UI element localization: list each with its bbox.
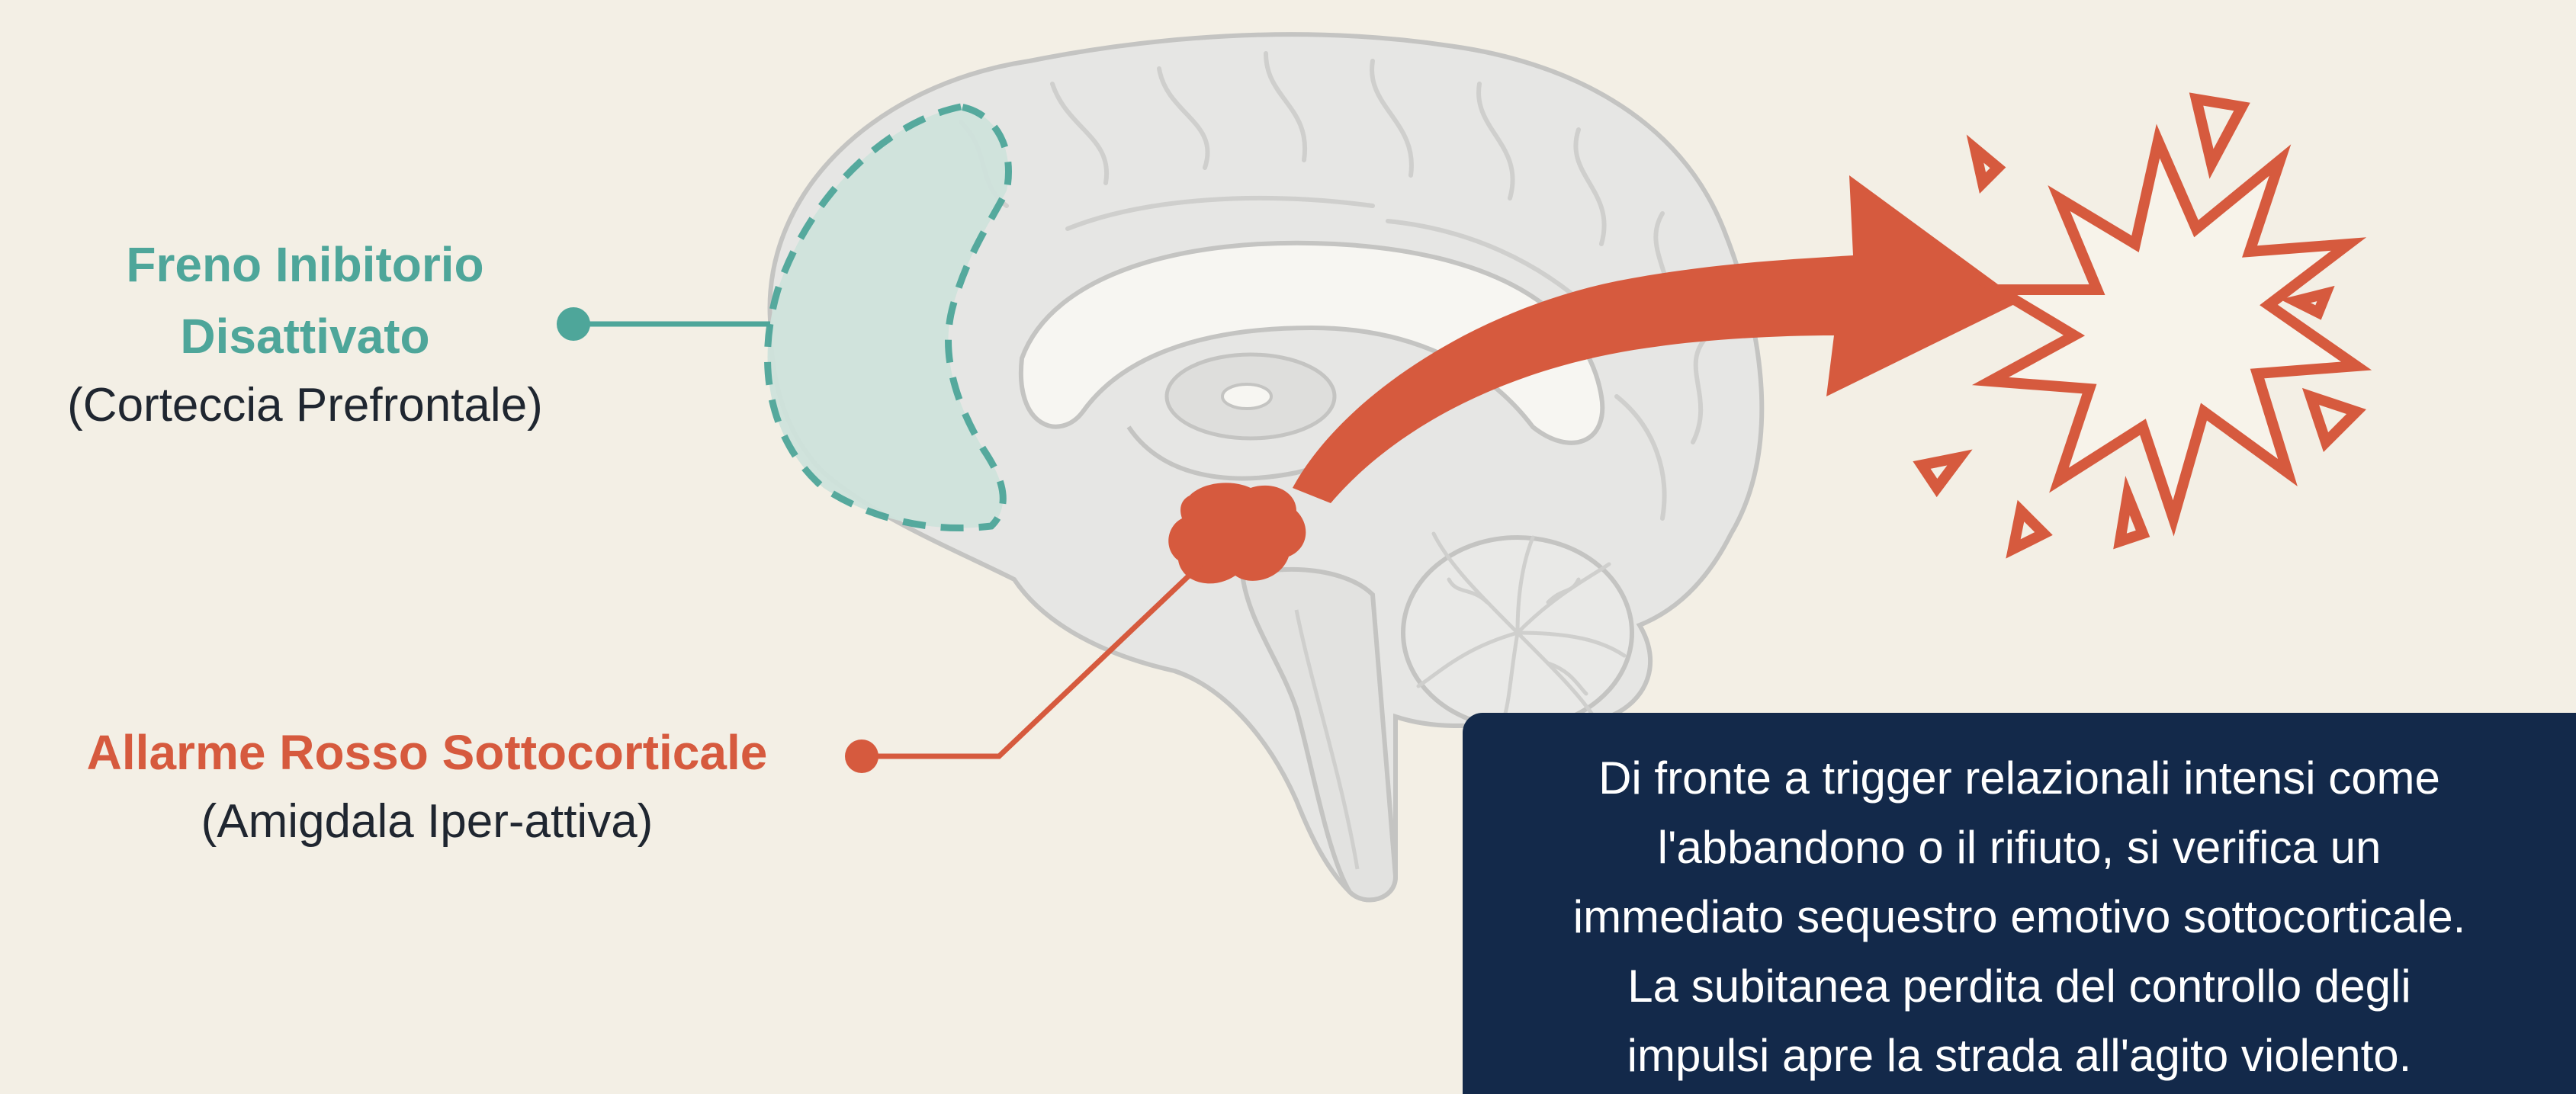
prefrontal-title-line1: Freno Inibitorio <box>0 229 610 300</box>
caption-line-3: immediato sequestro emotivo sottocortica… <box>1486 882 2553 951</box>
amygdala-title: Allarme Rosso Sottocorticale <box>23 717 831 788</box>
caption-line-2: l'abbandono o il rifiuto, si verifica un <box>1486 813 2553 882</box>
caption-line-1: Di fronte a trigger relazionali intensi … <box>1486 743 2553 813</box>
prefrontal-subtitle: (Corteccia Prefrontale) <box>0 372 610 439</box>
prefrontal-title-line2: Disattivato <box>0 300 610 372</box>
prefrontal-label: Freno Inibitorio Disattivato (Corteccia … <box>0 229 610 439</box>
caption-line-4: La subitanea perdita del controllo degli <box>1486 951 2553 1021</box>
caption-box: Di fronte a trigger relazionali intensi … <box>1463 713 2576 1094</box>
amygdala-subtitle: (Amigdala Iper-attiva) <box>23 788 831 855</box>
caption-line-5: impulsi apre la strada all'agito violent… <box>1486 1021 2553 1090</box>
amygdala-label: Allarme Rosso Sottocorticale (Amigdala I… <box>23 717 831 855</box>
explosion-burst <box>1922 99 2356 549</box>
